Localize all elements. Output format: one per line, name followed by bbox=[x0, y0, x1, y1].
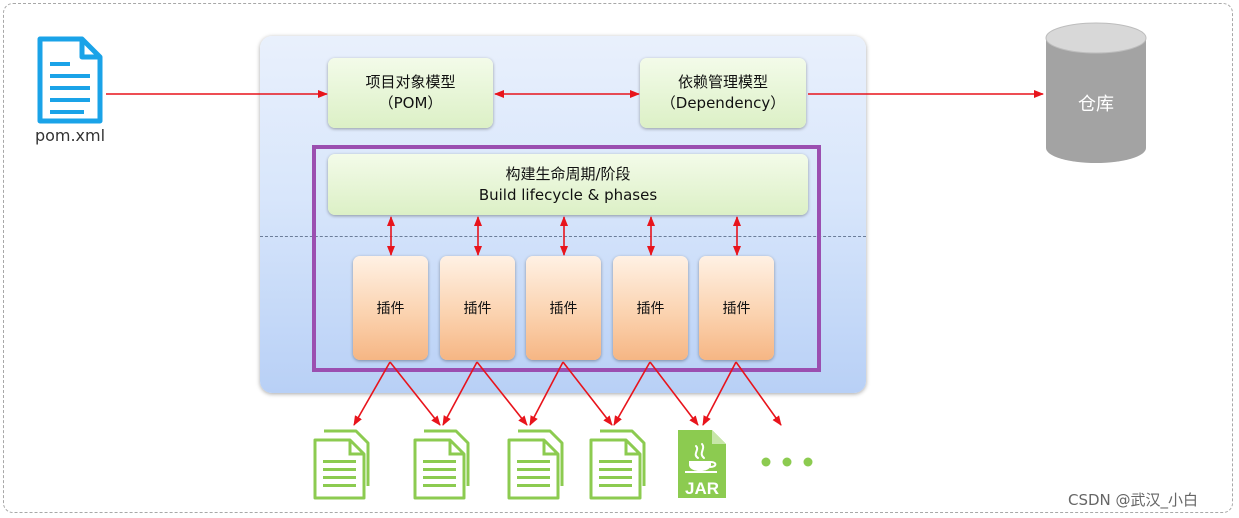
csdn-watermark: CSDN @武汉_小白 bbox=[1068, 491, 1199, 509]
arrow-plugin-output bbox=[442, 361, 478, 426]
arrow-plugin-output bbox=[389, 361, 441, 426]
plugin-box: 插件 bbox=[353, 256, 428, 360]
lifecycle-box: 构建生命周期/阶段 Build lifecycle & phases bbox=[328, 154, 808, 215]
lifecycle-title: 构建生命周期/阶段 bbox=[505, 164, 631, 183]
diagram-frame bbox=[3, 3, 1233, 513]
pom-model-subtitle: （POM） bbox=[378, 94, 443, 112]
pom-file-icon bbox=[37, 36, 103, 124]
jar-file-icon: JAR bbox=[678, 430, 726, 498]
ellipsis-dots-icon bbox=[761, 457, 813, 467]
arrow-plugin-output bbox=[613, 361, 651, 426]
arrow-plugin-output bbox=[476, 361, 528, 426]
dependency-model-subtitle: （Dependency） bbox=[660, 94, 786, 112]
pom-model-box: 项目对象模型 （POM） bbox=[328, 58, 493, 128]
arrow-plugin-output bbox=[562, 361, 613, 426]
arrow-plugin-output bbox=[735, 361, 782, 426]
dependency-model-title: 依赖管理模型 bbox=[677, 73, 768, 91]
document-stack-icon bbox=[589, 429, 646, 500]
pom-model-title: 项目对象模型 bbox=[365, 73, 456, 91]
dependency-model-box: 依赖管理模型 （Dependency） bbox=[640, 58, 806, 128]
build-system-border bbox=[312, 145, 821, 372]
repository-label: 仓库 bbox=[1078, 94, 1114, 115]
document-stack-icon bbox=[413, 429, 470, 500]
arrow-plugin-output bbox=[529, 361, 564, 426]
arrow-plugin-output bbox=[702, 361, 737, 426]
plugin-box: 插件 bbox=[440, 256, 515, 360]
lifecycle-subtitle: Build lifecycle & phases bbox=[478, 185, 658, 204]
document-stack-icon bbox=[313, 429, 370, 500]
plugin-box: 插件 bbox=[699, 256, 774, 360]
arrow-plugin-output bbox=[353, 361, 391, 426]
plugin-box: 插件 bbox=[613, 256, 688, 360]
repository-cylinder-icon bbox=[1045, 22, 1147, 163]
jar-label: JAR bbox=[685, 479, 719, 498]
plugin-box: 插件 bbox=[526, 256, 601, 360]
pom-file-label: pom.xml bbox=[34, 126, 106, 145]
document-stack-icon bbox=[507, 429, 564, 500]
arrow-plugin-output bbox=[649, 361, 699, 426]
